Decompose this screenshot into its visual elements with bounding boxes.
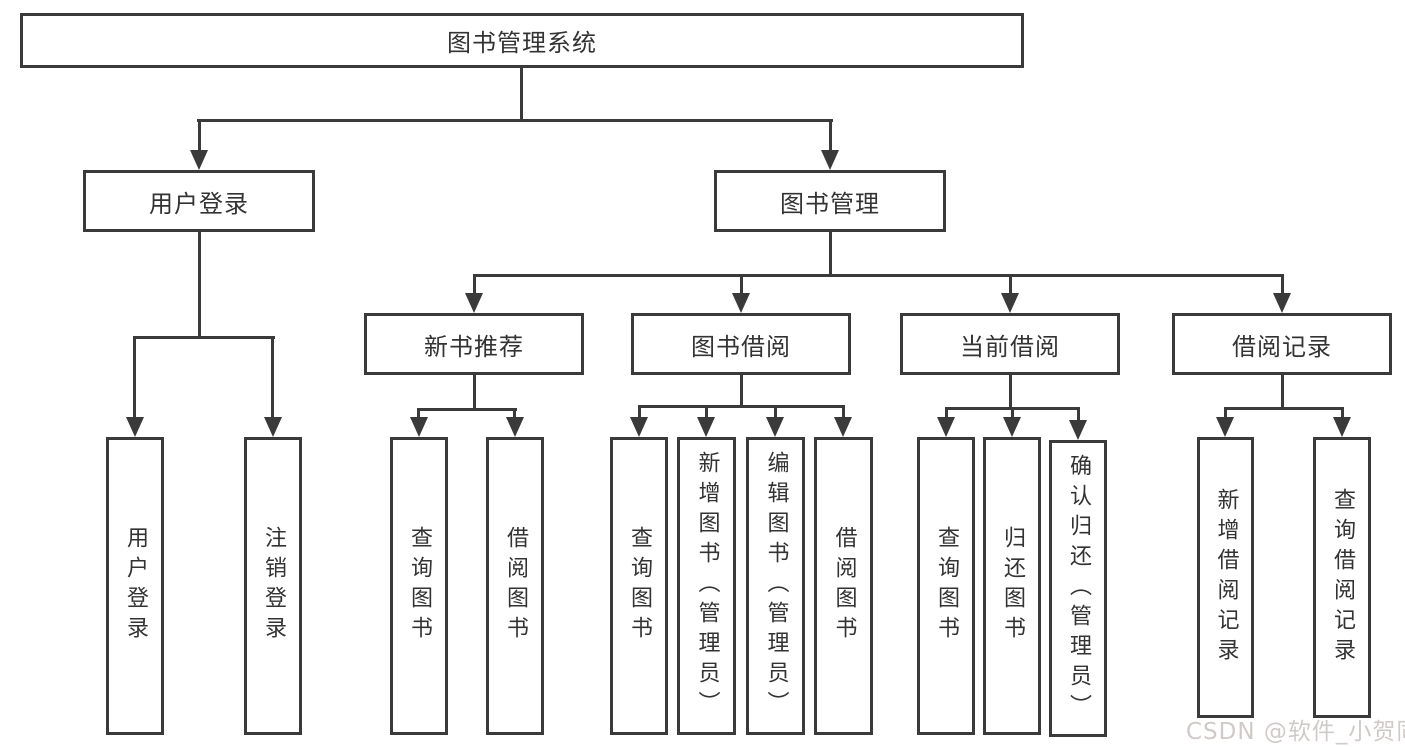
arrowhead-book-mgmt — [821, 150, 839, 170]
connector-root-stem — [520, 66, 523, 122]
arrowhead-g2-c2 — [697, 417, 715, 437]
arrowhead-leaf-logout — [264, 417, 282, 437]
connector-leaf-login-drop — [133, 336, 136, 425]
arrowhead-new-rec — [465, 293, 483, 313]
connector-g4-c2-drop — [1341, 407, 1344, 422]
connector-user-login-drop — [198, 119, 201, 158]
connector-g1-c1-drop — [417, 408, 420, 423]
connector-g2-c2-drop — [705, 405, 708, 422]
arrowhead-g1-c1 — [410, 417, 428, 437]
arrowhead-g4-c1 — [1216, 417, 1234, 437]
arrowhead-book-borrow — [732, 293, 750, 313]
connector-user-login-stem — [198, 232, 201, 339]
node-book-mgmt: 图书管理 — [714, 170, 946, 232]
leaf-newrec-borrow-book: 借阅图书 — [486, 437, 544, 735]
connector-g2-c4-drop — [842, 405, 845, 422]
connector-new-rec-drop — [473, 274, 476, 301]
connector-g2-stem — [740, 375, 743, 408]
arrowhead-g3-c3 — [1069, 420, 1087, 440]
leaf-borrow-add-book-admin: 新增图书（管理员） — [677, 437, 736, 735]
leaf-newrec-query-book: 查询图书 — [390, 437, 448, 735]
connector-user-login-branch — [133, 336, 275, 339]
connector-book-mgmt-stem — [829, 232, 832, 277]
connector-g4-c1-drop — [1224, 407, 1227, 422]
leaf-logout: 注销登录 — [244, 437, 302, 735]
arrowhead-user-login — [190, 150, 208, 170]
node-root: 图书管理系统 — [20, 13, 1024, 68]
arrowhead-leaf-login — [126, 417, 144, 437]
connector-book-mgmt-branch — [473, 274, 1284, 277]
arrowhead-g4-c2 — [1333, 417, 1351, 437]
connector-g3-stem — [1009, 375, 1012, 410]
node-new-book-rec: 新书推荐 — [364, 313, 584, 375]
connector-g1-c2-drop — [513, 408, 516, 423]
arrowhead-borrow-rec — [1273, 293, 1291, 313]
arrowhead-g3-c2 — [1003, 417, 1021, 437]
arrowhead-g3-c1 — [937, 417, 955, 437]
connector-g2-c1-drop — [638, 405, 641, 422]
connector-g4-branch — [1224, 407, 1344, 410]
leaf-current-return-book: 归还图书 — [983, 437, 1041, 735]
connector-g2-c3-drop — [774, 405, 777, 422]
connector-g1-branch — [417, 408, 517, 411]
connector-g3-c3-drop — [1077, 407, 1080, 425]
leaf-current-query-book: 查询图书 — [917, 437, 975, 735]
connector-book-borrow-drop — [740, 274, 743, 301]
leaf-record-query-record: 查询借阅记录 — [1313, 437, 1371, 718]
leaf-record-add-record: 新增借阅记录 — [1197, 437, 1254, 718]
connector-leaf-logout-drop — [271, 336, 274, 425]
node-book-borrow: 图书借阅 — [631, 313, 851, 375]
leaf-borrow-edit-book-admin: 编辑图书（管理员） — [746, 437, 805, 735]
arrowhead-g2-c4 — [834, 417, 852, 437]
leaf-borrow-query-book: 查询图书 — [610, 437, 668, 735]
connector-g4-stem — [1281, 375, 1284, 410]
csdn-watermark: CSDN @软件_小贺同学 — [1186, 719, 1405, 745]
arrowhead-g2-c3 — [766, 417, 784, 437]
arrowhead-g1-c2 — [506, 417, 524, 437]
node-current-borrow: 当前借阅 — [900, 313, 1120, 375]
arrowhead-cur-borrow — [1001, 293, 1019, 313]
connector-book-mgmt-drop — [829, 119, 832, 158]
leaf-current-confirm-return-admin: 确认归还（管理员） — [1049, 440, 1107, 737]
leaf-user-login: 用户登录 — [106, 437, 164, 735]
connector-g2-branch — [638, 405, 845, 408]
node-user-login: 用户登录 — [83, 170, 315, 232]
leaf-borrow-borrow-book: 借阅图书 — [814, 437, 873, 735]
arrowhead-g2-c1 — [630, 417, 648, 437]
connector-g3-c1-drop — [945, 407, 948, 422]
connector-root-branch — [197, 119, 833, 122]
connector-g1-stem — [473, 375, 476, 411]
connector-cur-borrow-drop — [1009, 274, 1012, 301]
connector-borrow-rec-drop — [1281, 274, 1284, 301]
node-borrow-record: 借阅记录 — [1172, 313, 1392, 375]
connector-g3-c2-drop — [1011, 407, 1014, 422]
